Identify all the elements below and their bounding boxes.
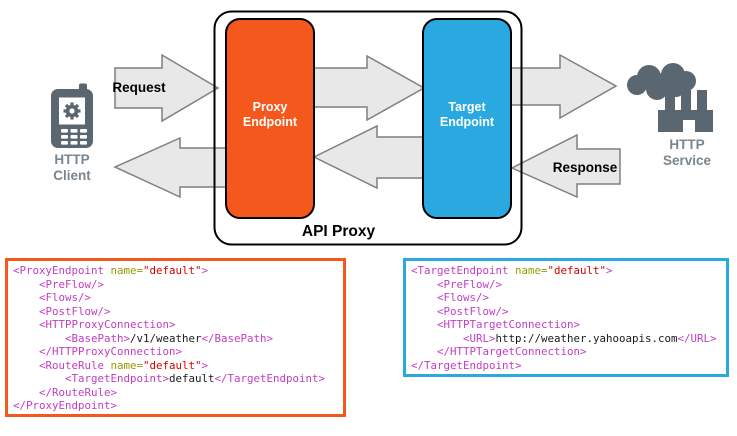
http-service-label-line1: HTTP: [669, 137, 705, 152]
code-token-attr: name=: [508, 264, 548, 277]
target-endpoint-label-line1: Target: [448, 100, 486, 114]
code-line: </HTTPTargetConnection>: [411, 345, 721, 359]
code-token-str: "default": [547, 264, 607, 277]
code-token-tag: </HTTPProxyConnection>: [13, 345, 183, 358]
code-token-tag: <PostFlow/>: [13, 304, 111, 318]
code-token-tag: </RouteRule>: [13, 385, 118, 399]
code-line: <PreFlow/>: [13, 278, 338, 292]
code-token-tag: </HTTPTargetConnection>: [411, 345, 587, 358]
code-line: <BasePath>/v1/weather</BasePath>: [13, 332, 338, 346]
code-token-tag: <TargetEndpoint: [411, 264, 509, 277]
code-token-tag: <TargetEndpoint>: [13, 372, 170, 385]
code-token-tag: </ProxyEndpoint>: [13, 399, 118, 412]
code-token-tag: <PreFlow/>: [13, 277, 105, 291]
code-token-tag: <HTTPTargetConnection>: [411, 318, 581, 331]
code-token-attr: name=: [104, 358, 144, 372]
code-token-tag: <PostFlow/>: [411, 304, 509, 318]
factory-with-smoke-icon: [627, 63, 713, 132]
code-token-text: http://weather.yahooapis.com: [495, 331, 678, 345]
code-line: </HTTPProxyConnection>: [13, 345, 338, 359]
http-client-label-line2: Client: [53, 168, 91, 183]
request-arrow: [114, 53, 220, 123]
code-line: </ProxyEndpoint>: [13, 399, 338, 413]
code-token-tag: <Flows/>: [13, 291, 92, 304]
http-client-label-line1: HTTP: [54, 152, 90, 167]
target-endpoint-box: [422, 18, 512, 219]
phone-keypad: [61, 129, 87, 145]
code-line: <PostFlow/>: [13, 305, 338, 319]
code-line: </RouteRule>: [13, 386, 338, 400]
code-token-str: "default": [143, 358, 202, 372]
code-token-tag: <PreFlow/>: [411, 277, 503, 291]
code-token-tag: </TargetEndpoint>: [411, 358, 522, 372]
code-line: <PreFlow/>: [411, 278, 721, 292]
proxy-endpoint-label-line2: Endpoint: [242, 114, 298, 129]
mobile-phone-icon: [51, 83, 93, 148]
code-token-tag: </BasePath>: [201, 331, 274, 345]
code-token-text: default: [169, 372, 215, 385]
target-to-proxy-return-arrow: [312, 124, 431, 190]
code-token-tag: >: [201, 264, 209, 277]
code-line: <URL>http://weather.yahooapis.com</URL>: [411, 332, 721, 346]
code-token-tag: >: [201, 358, 209, 372]
code-token-tag: <Flows/>: [411, 291, 490, 304]
code-line: </TargetEndpoint>: [411, 359, 721, 373]
gear-icon: [63, 102, 81, 120]
proxy-endpoint-code-block: <ProxyEndpoint name="default"> <PreFlow/…: [5, 258, 346, 417]
code-line: <PostFlow/>: [411, 305, 721, 319]
proxy-endpoint-label-line1: Proxy: [252, 100, 288, 114]
code-line: <HTTPProxyConnection>: [13, 318, 338, 332]
http-service-label-line2: Service: [662, 153, 712, 168]
code-token-tag: <ProxyEndpoint: [13, 264, 105, 277]
code-token-tag: <URL>: [411, 331, 496, 345]
response-label: Response: [552, 160, 618, 175]
proxy-endpoint-box: [225, 18, 315, 219]
diagram-canvas: [51, 10, 713, 246]
api-proxy-container-border: [213, 10, 523, 246]
code-line: <ProxyEndpoint name="default">: [13, 264, 338, 278]
request-label: Request: [112, 80, 166, 95]
code-line: <Flows/>: [13, 291, 338, 305]
target-endpoint-code-block: <TargetEndpoint name="default"> <PreFlow…: [403, 258, 729, 377]
response-arrow: [510, 133, 621, 199]
code-line: <RouteRule name="default">: [13, 359, 338, 373]
code-line: <Flows/>: [411, 291, 721, 305]
code-token-str: "default": [143, 264, 202, 277]
api-proxy-label: API Proxy: [301, 223, 376, 240]
code-token-text: /v1/weather: [130, 331, 202, 345]
code-token-tag: <BasePath>: [13, 331, 131, 345]
code-line: <HTTPTargetConnection>: [411, 318, 721, 332]
factory-door: [683, 120, 695, 132]
code-token-tag: </URL>: [677, 331, 717, 345]
code-token-tag: <HTTPProxyConnection>: [13, 318, 176, 331]
target-to-service-arrow: [504, 53, 618, 120]
code-token-tag: </TargetEndpoint>: [214, 372, 326, 385]
code-line: <TargetEndpoint name="default">: [411, 264, 721, 278]
factory-building: [658, 90, 713, 132]
code-token-tag: <RouteRule: [13, 358, 105, 372]
smoke-cloud: [627, 63, 696, 100]
target-endpoint-label-line2: Endpoint: [439, 114, 495, 129]
code-token-tag: >: [606, 264, 613, 277]
code-token-attr: name=: [104, 264, 144, 277]
code-line: <TargetEndpoint>default</TargetEndpoint>: [13, 372, 338, 386]
